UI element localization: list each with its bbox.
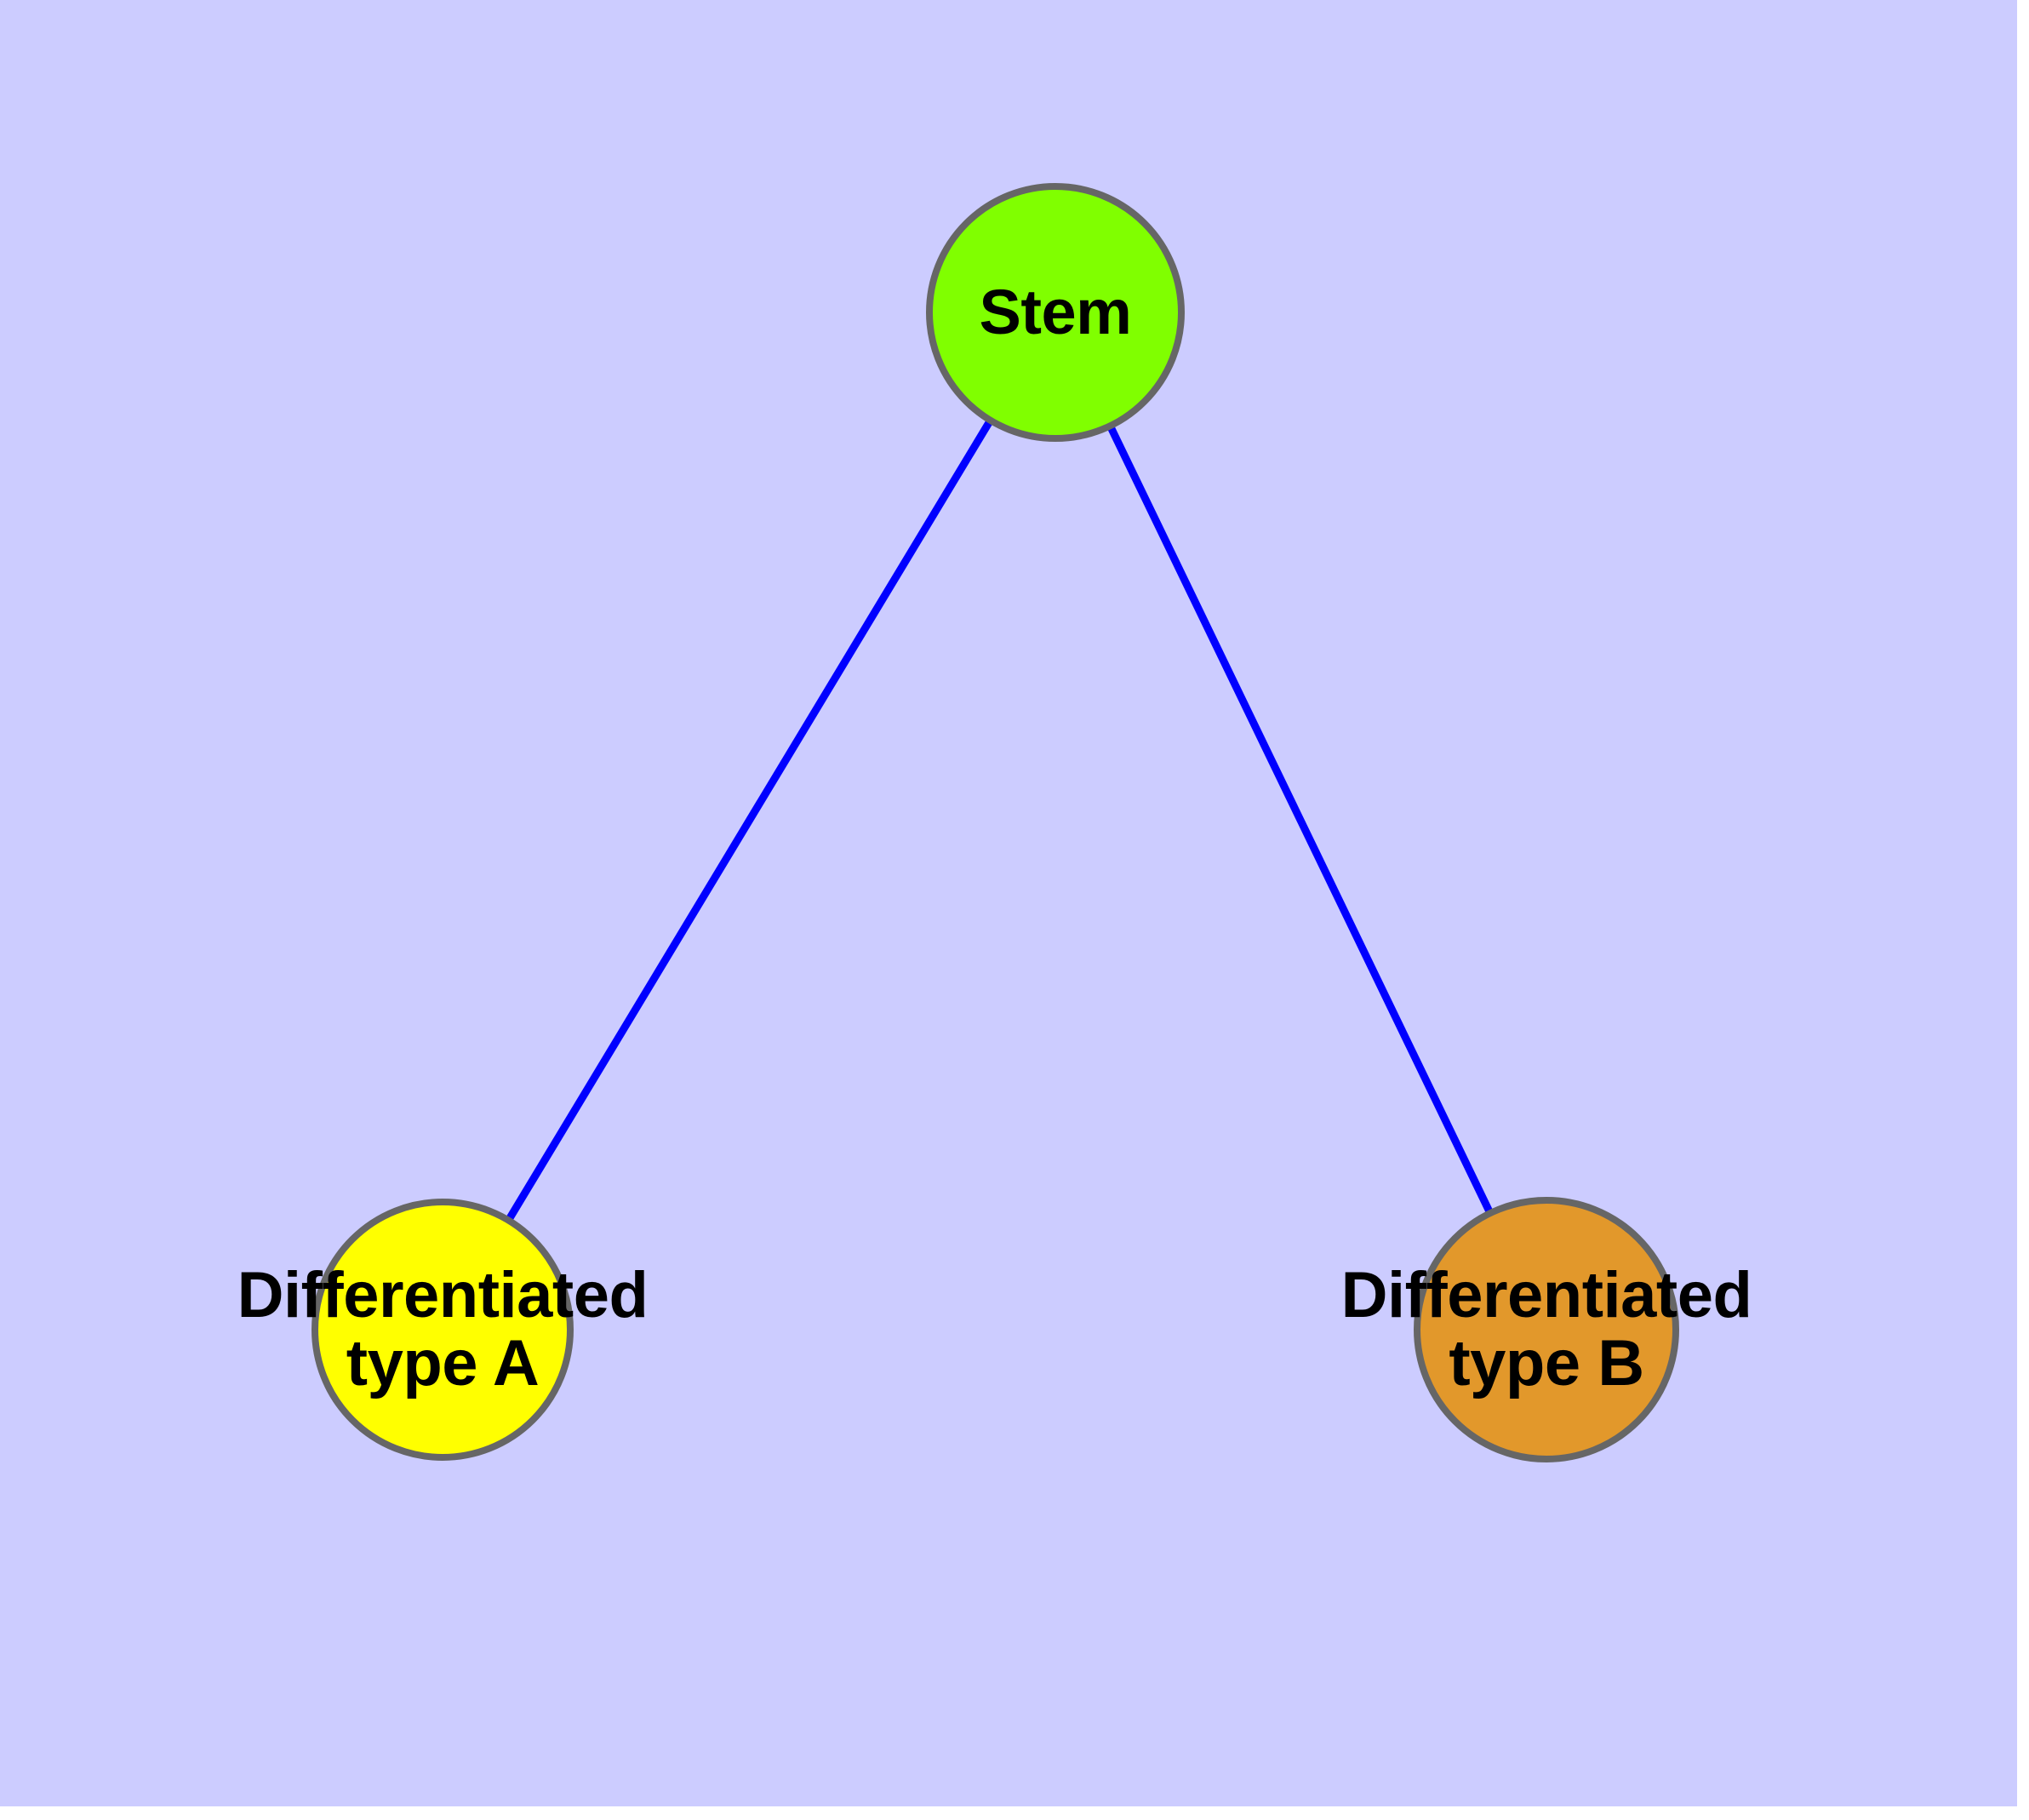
graph-edge-stem-to-diff-a[interactable] — [439, 310, 1059, 1332]
edge-layer — [439, 310, 1551, 1332]
graph-edge-stem-to-diff-b[interactable] — [1051, 311, 1551, 1331]
graph-node-diff_b[interactable] — [1414, 1197, 1679, 1462]
node-layer — [311, 183, 1679, 1462]
graph-node-diff_a[interactable] — [311, 1199, 574, 1461]
graph-node-stem[interactable] — [926, 183, 1185, 442]
